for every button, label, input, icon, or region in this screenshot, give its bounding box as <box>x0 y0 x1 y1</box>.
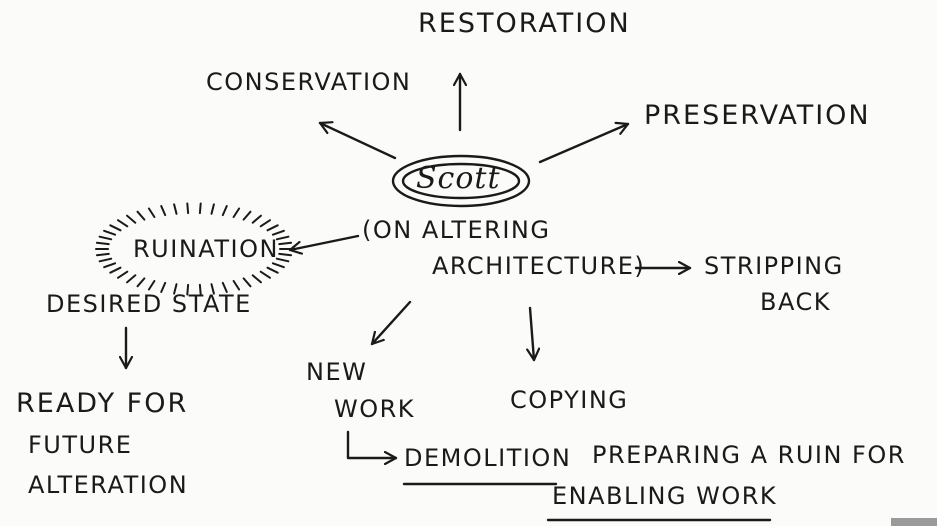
burst-tick <box>210 203 215 215</box>
burst-tick <box>278 252 293 257</box>
node-enabling-work: ENABLING WORK <box>552 482 778 510</box>
node-copying: COPYING <box>510 386 629 414</box>
burst-tick <box>198 283 202 296</box>
burst-tick <box>186 283 190 296</box>
arrow-to-conservation <box>318 123 397 160</box>
ruination-burst <box>95 202 293 296</box>
burst-tick <box>98 257 113 263</box>
node-preservation: PRESERVATION <box>644 100 871 131</box>
burst-tick <box>251 274 262 284</box>
burst-tick <box>242 277 252 288</box>
scott-oval-outer <box>391 154 531 208</box>
burst-tick <box>186 202 190 215</box>
scott-oval-inner <box>401 162 521 200</box>
burst-tick <box>147 280 156 291</box>
burst-tick <box>117 270 129 279</box>
burst-tick <box>278 241 293 246</box>
node-new-work-line2: WORK <box>334 395 416 423</box>
burst-tick <box>232 280 241 291</box>
burst-tick <box>251 214 262 224</box>
burst-tick <box>147 207 156 218</box>
node-ready-line3: ALTERATION <box>28 471 189 499</box>
burst-tick <box>136 277 146 288</box>
burst-tick <box>95 252 110 257</box>
arrow-to-ruination <box>288 234 360 250</box>
burst-tick <box>271 262 285 269</box>
node-preparing-a-ruin: PREPARING A RUIN FOR <box>592 441 906 469</box>
burst-tick <box>271 229 285 236</box>
node-stripping-line2: BACK <box>760 288 831 316</box>
burst-tick <box>160 281 167 293</box>
burst-tick <box>109 224 122 232</box>
arrow-to-preservation <box>538 124 630 164</box>
node-on-altering-line1: (ON ALTERING <box>362 216 551 244</box>
arrow-to-new-work <box>370 300 412 346</box>
burst-tick <box>266 266 279 274</box>
node-conservation: CONSERVATION <box>206 68 412 96</box>
arrow-new-work-to-demolition <box>346 430 398 458</box>
node-stripping-line1: STRIPPING <box>704 252 844 280</box>
burst-tick <box>173 283 178 295</box>
node-desired-state: DESIRED STATE <box>46 290 252 318</box>
burst-tick <box>259 270 271 279</box>
burst-tick <box>275 235 290 241</box>
corner-mark <box>891 518 937 526</box>
burst-tick <box>210 283 215 295</box>
burst-tick <box>109 266 122 274</box>
burst-tick <box>221 205 228 217</box>
burst-tick <box>198 202 202 215</box>
node-ruination: RUINATION <box>133 235 279 263</box>
burst-tick <box>95 241 110 246</box>
burst-tick <box>259 219 271 228</box>
burst-tick <box>98 235 113 241</box>
burst-tick <box>126 214 137 224</box>
node-new-work-line1: NEW <box>306 358 368 386</box>
node-ready-line1: READY FOR <box>16 388 189 419</box>
arrow-to-copying <box>530 306 534 362</box>
center-node-scott: Scott <box>416 161 501 196</box>
burst-tick <box>242 210 252 221</box>
burst-tick <box>266 224 279 232</box>
burst-tick <box>103 262 117 269</box>
burst-tick <box>221 281 228 293</box>
burst-tick <box>173 203 178 215</box>
node-ready-line2: FUTURE <box>28 431 133 459</box>
burst-tick <box>232 207 241 218</box>
node-demolition: DEMOLITION <box>404 444 572 472</box>
burst-tick <box>103 229 117 236</box>
node-on-altering-line2: ARCHITECTURE) <box>432 252 646 280</box>
burst-tick <box>126 274 137 284</box>
node-restoration: RESTORATION <box>418 8 631 39</box>
burst-tick <box>117 219 129 228</box>
burst-tick <box>160 205 167 217</box>
burst-tick <box>275 257 290 263</box>
burst-tick <box>136 210 146 221</box>
